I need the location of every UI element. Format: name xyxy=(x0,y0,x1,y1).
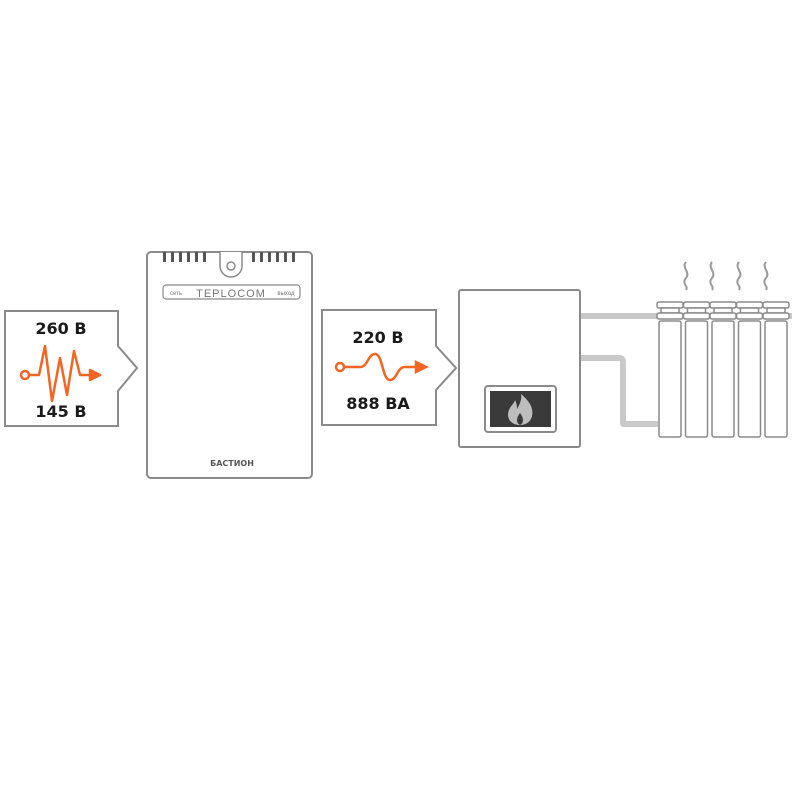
output-voltage-panel: 220 В 888 ВА xyxy=(321,309,458,426)
brand-label: TEPLOCOM xyxy=(196,288,266,300)
min-voltage-label: 145 В xyxy=(35,402,86,421)
hanger-hole xyxy=(226,261,236,271)
flame-icon xyxy=(508,394,533,425)
heating-boiler xyxy=(458,289,581,448)
heat-waves-icon xyxy=(683,261,769,291)
unstable-voltage-icon xyxy=(19,344,102,403)
max-voltage-label: 260 В xyxy=(35,319,86,338)
vent-slots xyxy=(163,252,295,262)
stable-voltage-icon xyxy=(334,352,429,382)
output-power-label: 888 ВА xyxy=(346,394,410,413)
input-label: сеть xyxy=(170,291,182,297)
front-label-plate xyxy=(162,284,301,300)
radiator xyxy=(656,301,790,438)
output-label: выход xyxy=(277,291,295,297)
hanger-notch xyxy=(219,252,243,278)
teplocom-stabilizer: сеть TEPLOCOM выход БАСТИОН xyxy=(146,251,313,479)
output-voltage-label: 220 В xyxy=(352,328,403,347)
bastion-logo: БАСТИОН xyxy=(210,459,254,468)
input-voltage-panel: 260 В 145 В xyxy=(4,310,139,427)
